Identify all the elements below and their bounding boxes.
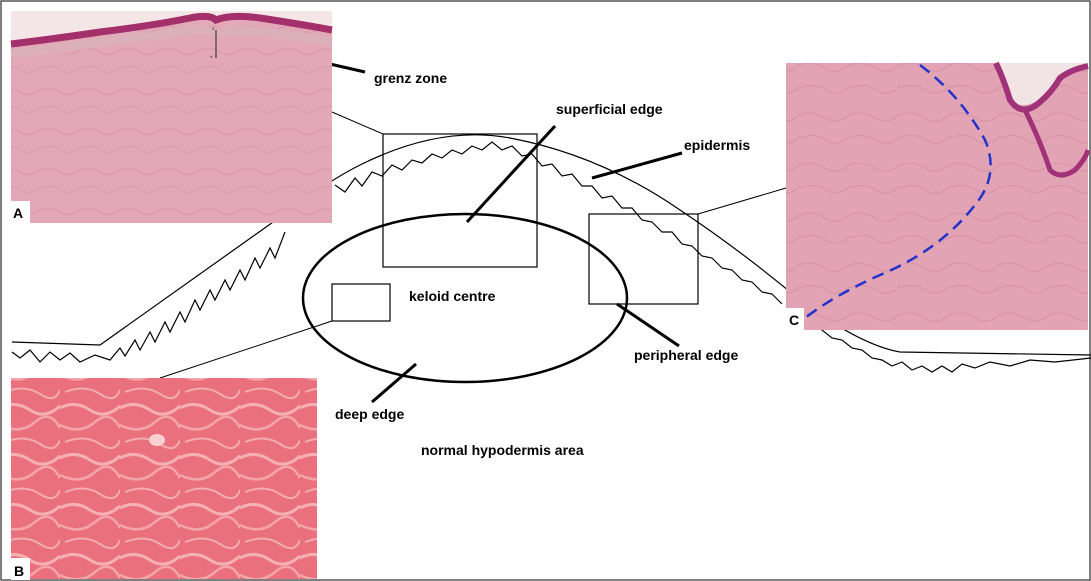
superficial-edge-label: superficial edge [556,101,663,117]
deep-edge-label: deep edge [335,406,404,422]
epidermis-label: epidermis [684,137,750,153]
panel-a-letter: A [13,205,23,221]
normal-hypodermis-label: normal hypodermis area [421,442,584,458]
centre-box [332,284,390,321]
panel-c-micrograph [786,63,1088,330]
connector-a [332,112,383,134]
pointer-peripheral [617,304,679,346]
superficial-edge-box [383,134,537,267]
peripheral-edge-box [589,214,698,304]
connector-c [698,188,786,214]
peripheral-edge-label: peripheral edge [634,347,738,363]
panel-b-letter: B [14,563,24,579]
pointer-superficial [467,126,555,222]
keloid-centre-label: keloid centre [409,288,496,304]
panel-b-micrograph [11,378,317,579]
grenz-zone-label: grenz zone [374,70,447,86]
pointer-epidermis [592,153,682,178]
panel-c-letter: C [789,312,799,328]
connector-b [160,321,332,378]
panel-a-micrograph: * * [11,11,332,223]
